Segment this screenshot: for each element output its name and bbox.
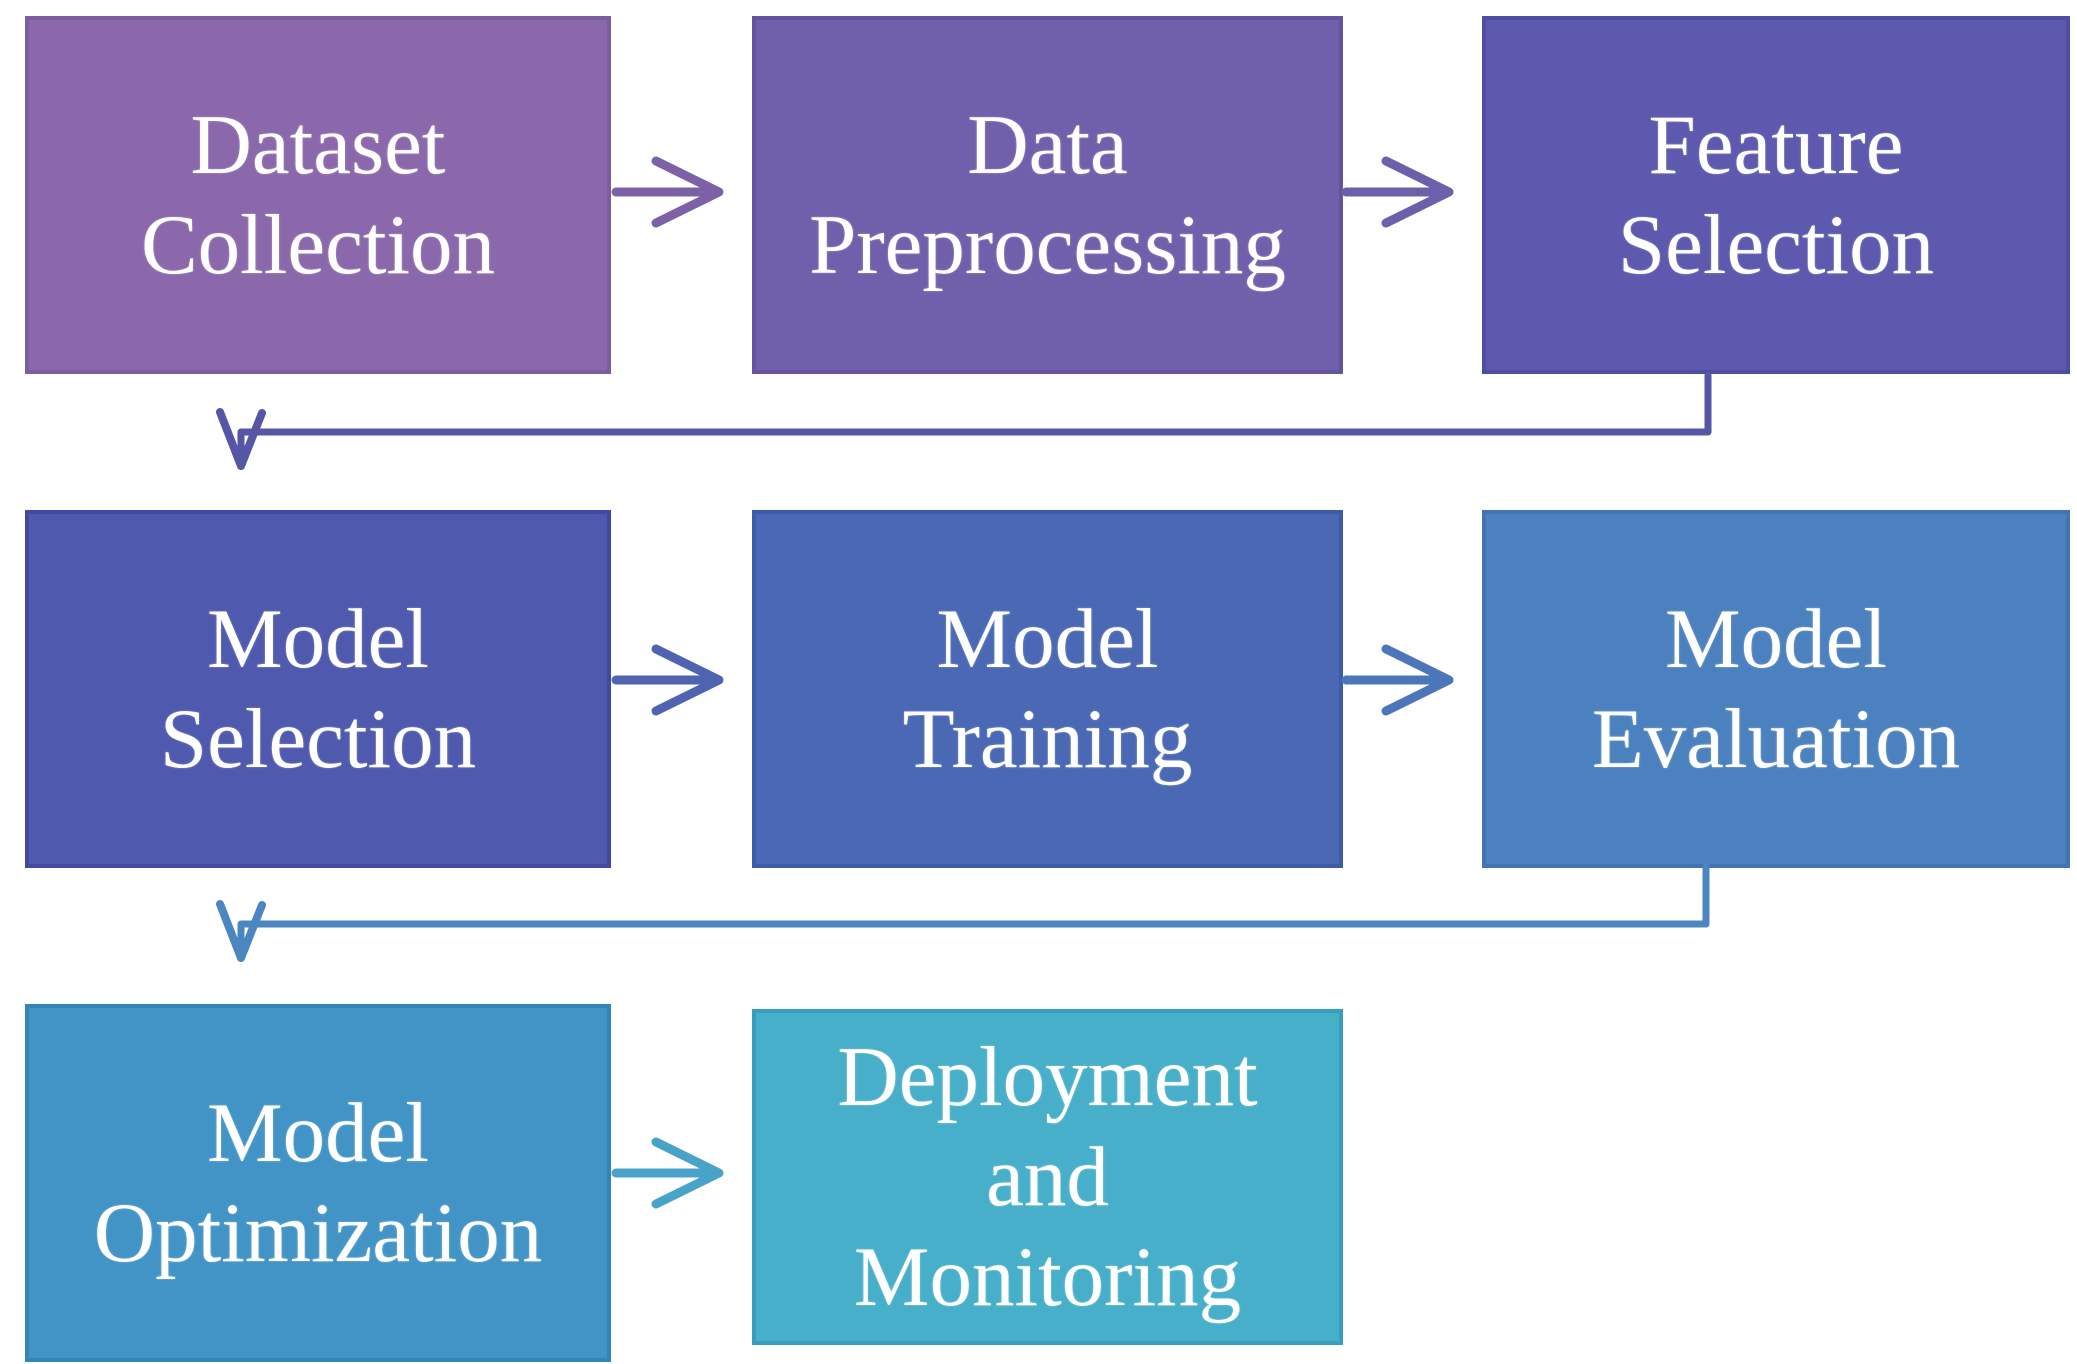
node-label: Dataset Collection — [140, 97, 496, 292]
node-label: Model Training — [902, 591, 1193, 786]
node-label: Data Preprocessing — [809, 97, 1286, 292]
node-label: Model Evaluation — [1591, 591, 1961, 786]
node-model-evaluation: Model Evaluation — [1482, 510, 2070, 868]
node-label: Model Selection — [159, 591, 477, 786]
arrow-feature-to-modelselection-icon — [216, 371, 1712, 470]
node-data-preprocessing: Data Preprocessing — [752, 16, 1343, 374]
arrow-preprocessing-to-feature-icon — [1341, 156, 1454, 228]
node-label: Feature Selection — [1617, 97, 1935, 292]
node-model-optimization: Model Optimization — [25, 1004, 611, 1362]
node-model-selection: Model Selection — [25, 510, 611, 868]
node-label: Deployment and Monitoring — [837, 1029, 1258, 1325]
node-feature-selection: Feature Selection — [1482, 16, 2070, 374]
node-model-training: Model Training — [752, 510, 1343, 868]
arrow-modelselection-to-training-icon — [611, 644, 724, 716]
arrow-optimization-to-deployment-icon — [611, 1137, 724, 1209]
node-label: Model Optimization — [93, 1085, 543, 1280]
arrow-evaluation-to-optimization-icon — [216, 863, 1710, 962]
node-deployment-monitoring: Deployment and Monitoring — [752, 1009, 1343, 1345]
arrow-training-to-evaluation-icon — [1341, 644, 1454, 716]
arrow-dataset-to-preprocessing-icon — [611, 156, 724, 228]
node-dataset-collection: Dataset Collection — [25, 16, 611, 374]
